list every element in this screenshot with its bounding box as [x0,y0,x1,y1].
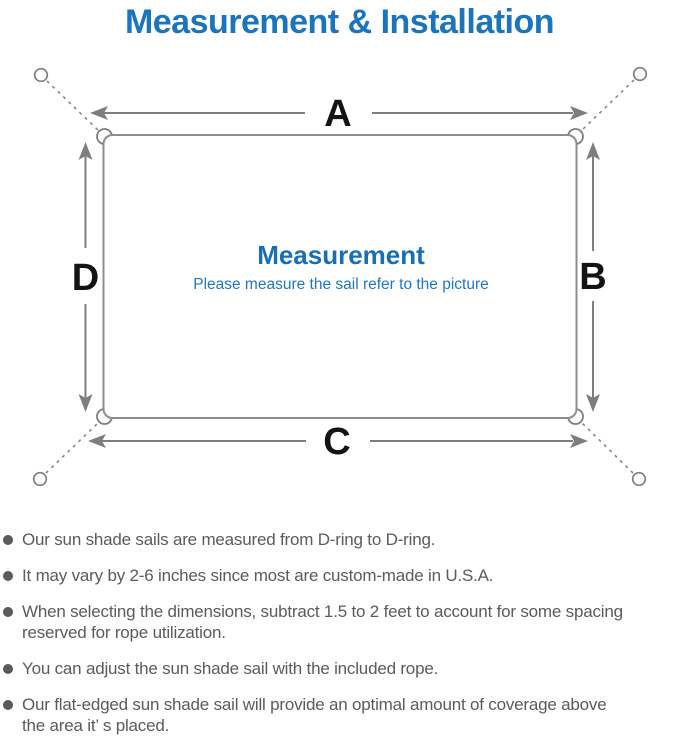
rope-dashed-line-bottom-right [580,421,634,474]
rope-dashed-line-bottom-left [45,421,100,474]
list-item: Our sun shade sails are measured from D-… [3,529,679,550]
center-subheading: Please measure the sail refer to the pic… [193,276,489,293]
dimension-arrow-d: D [72,142,99,412]
arrow-head-left-icon [88,434,106,448]
anchor-point-icon [32,471,48,487]
page-title: Measurement & Installation [124,3,555,41]
dimension-label-d: D [72,257,99,299]
arrow-head-up-icon [586,142,600,160]
measurement-diagram: A C D B Measurement Please measure the s… [32,66,648,487]
arrow-head-up-icon [78,142,93,160]
dimension-label-b: B [579,256,606,298]
center-heading: Measurement [257,240,425,270]
anchor-point-icon [631,471,647,487]
note-text: You can adjust the sun shade sail with t… [22,659,439,678]
list-item: It may vary by 2-6 inches since most are… [3,565,679,586]
dimension-arrow-c: C [88,421,588,463]
dimension-arrow-b: B [579,142,607,412]
note-text: Our sun shade sails are measured from D-… [22,530,436,549]
rope-dashed-line-top-left [46,80,100,132]
anchor-point-icon [632,66,648,82]
bullet-dot-icon [3,700,13,710]
anchor-point-icon [33,67,49,83]
bullet-dot-icon [3,607,13,617]
notes-list: Our sun shade sails are measured from D-… [0,529,679,736]
bullet-dot-icon [3,664,13,674]
note-text: It may vary by 2-6 inches since most are… [22,566,494,585]
list-item: You can adjust the sun shade sail with t… [3,658,679,679]
bullet-dot-icon [3,571,13,581]
list-item: Our flat-edged sun shade sail will provi… [3,694,679,736]
note-text: Our flat-edged sun shade sail will provi… [22,695,607,735]
list-item: When selecting the dimensions, subtract … [3,601,679,643]
dimension-label-a: A [324,93,351,135]
arrow-head-left-icon [90,106,108,120]
dimension-label-c: C [323,421,350,463]
arrow-head-down-icon [586,394,600,412]
arrow-head-right-icon [570,106,588,120]
note-text: When selecting the dimensions, subtract … [22,602,623,642]
rope-dashed-line-top-right [580,79,635,132]
arrow-head-right-icon [570,434,588,448]
bullet-dot-icon [3,535,13,545]
sail-rectangle [102,134,578,419]
arrow-head-down-icon [78,394,93,412]
dimension-arrow-a: A [90,93,588,135]
